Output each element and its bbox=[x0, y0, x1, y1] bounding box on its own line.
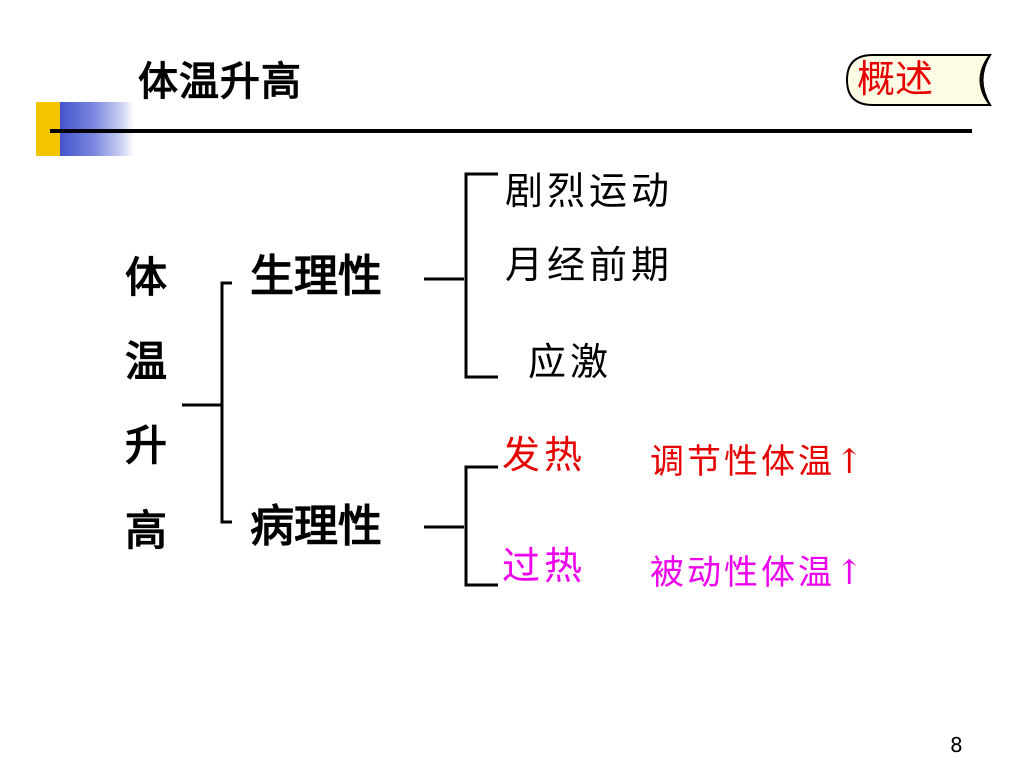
physiological-item-stress: 应激 bbox=[528, 340, 613, 384]
pathological-note-hyperthermia: 被动性体温↑ bbox=[650, 553, 867, 593]
overview-tab-button[interactable]: 概述 bbox=[845, 53, 995, 107]
root-char-3: 升 bbox=[125, 421, 168, 470]
physiological-item-premenstrual: 月经前期 bbox=[505, 243, 674, 287]
category-physiological: 生理性 bbox=[250, 251, 382, 302]
pathological-item-hyperthermia: 过热 bbox=[502, 544, 587, 588]
category-pathological: 病理性 bbox=[250, 501, 382, 552]
title-rule bbox=[50, 129, 972, 133]
root-char-1: 体 bbox=[125, 253, 168, 302]
overview-tab-label: 概述 bbox=[857, 57, 934, 101]
tab-outline-icon bbox=[845, 54, 993, 106]
root-char-4: 高 bbox=[125, 506, 168, 555]
slide-title: 体温升高 bbox=[138, 59, 302, 105]
pathological-note-fever: 调节性体温↑ bbox=[650, 442, 867, 482]
page-number: 8 bbox=[950, 733, 963, 757]
root-char-2: 温 bbox=[125, 337, 168, 386]
physiological-item-exercise: 剧烈运动 bbox=[505, 169, 674, 213]
pathological-item-fever: 发热 bbox=[502, 433, 587, 477]
